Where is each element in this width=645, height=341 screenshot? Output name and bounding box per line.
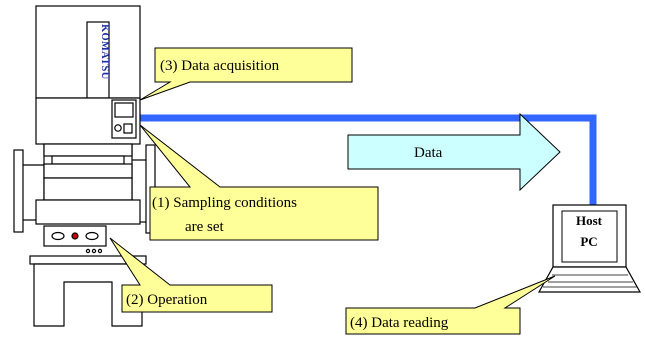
press-bed bbox=[43, 177, 133, 201]
press-left-handle bbox=[13, 149, 24, 233]
panel-button bbox=[97, 248, 103, 254]
controller-knob bbox=[114, 124, 122, 132]
press-machine bbox=[13, 5, 156, 327]
callout-sampling-line2: are set bbox=[185, 219, 225, 235]
callout-sampling-line1: (1) Sampling conditions bbox=[152, 195, 297, 211]
callout-data-reading: (4) Data reading bbox=[345, 275, 556, 335]
callout-operation: (2) Operation bbox=[109, 237, 273, 313]
press-ram bbox=[43, 143, 133, 157]
panel-button bbox=[85, 248, 91, 254]
panel-button bbox=[91, 248, 97, 254]
controller-display bbox=[114, 102, 134, 118]
host-pc bbox=[537, 204, 642, 293]
indicator-lamp bbox=[71, 232, 79, 240]
host-pc-label-line2: PC bbox=[580, 234, 597, 249]
callout-sampling-conditions: (1) Sampling conditions are set bbox=[139, 124, 379, 241]
data-arrow-label: Data bbox=[414, 145, 443, 161]
controller-key bbox=[123, 123, 133, 134]
panel-dial-left bbox=[51, 231, 65, 241]
pc-screen bbox=[561, 210, 618, 263]
callout-data-acquisition-text: (3) Data acquisition bbox=[160, 58, 280, 74]
press-die-upper bbox=[51, 155, 125, 165]
callout-data-reading-text: (4) Data reading bbox=[350, 315, 449, 331]
data-cable bbox=[139, 114, 597, 205]
pc-keyboard bbox=[537, 266, 642, 293]
press-bolster bbox=[43, 163, 133, 179]
brand-label: KOMATSU bbox=[99, 24, 110, 80]
host-pc-label-line1: Host bbox=[576, 213, 603, 228]
callout-operation-text: (2) Operation bbox=[126, 292, 208, 308]
press-lower-body bbox=[35, 199, 141, 225]
callout-data-acquisition: (3) Data acquisition bbox=[139, 47, 353, 101]
panel-dial-right bbox=[85, 231, 99, 241]
data-arrow: Data bbox=[347, 112, 561, 192]
